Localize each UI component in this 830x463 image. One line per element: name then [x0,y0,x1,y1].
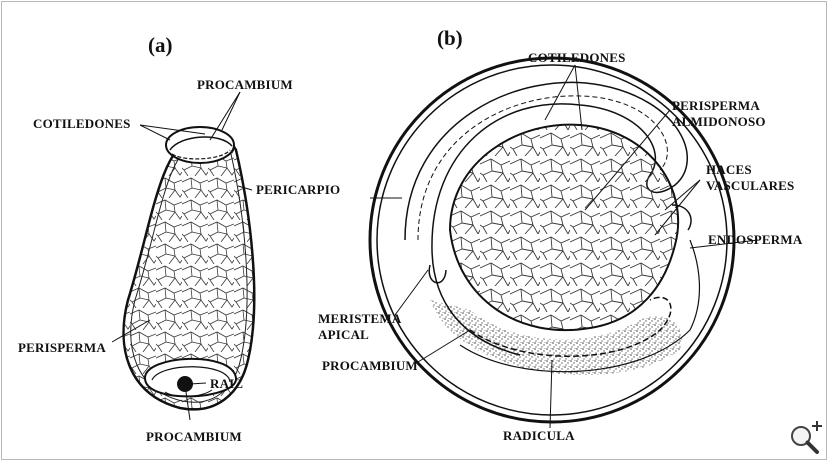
zoom-in-icon [788,419,824,455]
label-b-meristema-1: MERISTEMA [318,311,402,326]
label-b-cotiledones: COTILEDONES [528,50,626,65]
label-b-radicula: RADICULA [503,428,575,443]
panel-b-label: (b) [437,26,463,50]
label-a-pericarpio: PERICARPIO [256,182,340,197]
panel-a-drawing [124,127,255,409]
label-a-perisperma: PERISPERMA [18,340,106,355]
label-b-endosperma: ENDOSPERMA [708,232,803,247]
label-a-cotiledones: COTILEDONES [33,116,131,131]
panel-a-label: (a) [148,33,173,57]
label-b-haces-1: HACES [706,162,752,177]
label-a-raiz: RAIZ [210,376,243,391]
label-b-meristema-2: APICAL [318,327,369,342]
label-b-perisperma-1: PERISPERMA [672,98,760,113]
label-b-perisperma-2: ALMIDONOSO [672,114,766,129]
label-b-procambium: PROCAMBIUM [322,358,418,373]
label-a-procambium-bottom: PROCAMBIUM [146,429,242,444]
label-a-procambium-top: PROCAMBIUM [197,77,293,92]
zoom-in-button[interactable] [788,419,824,455]
label-b-haces-2: VASCULARES [706,178,794,193]
